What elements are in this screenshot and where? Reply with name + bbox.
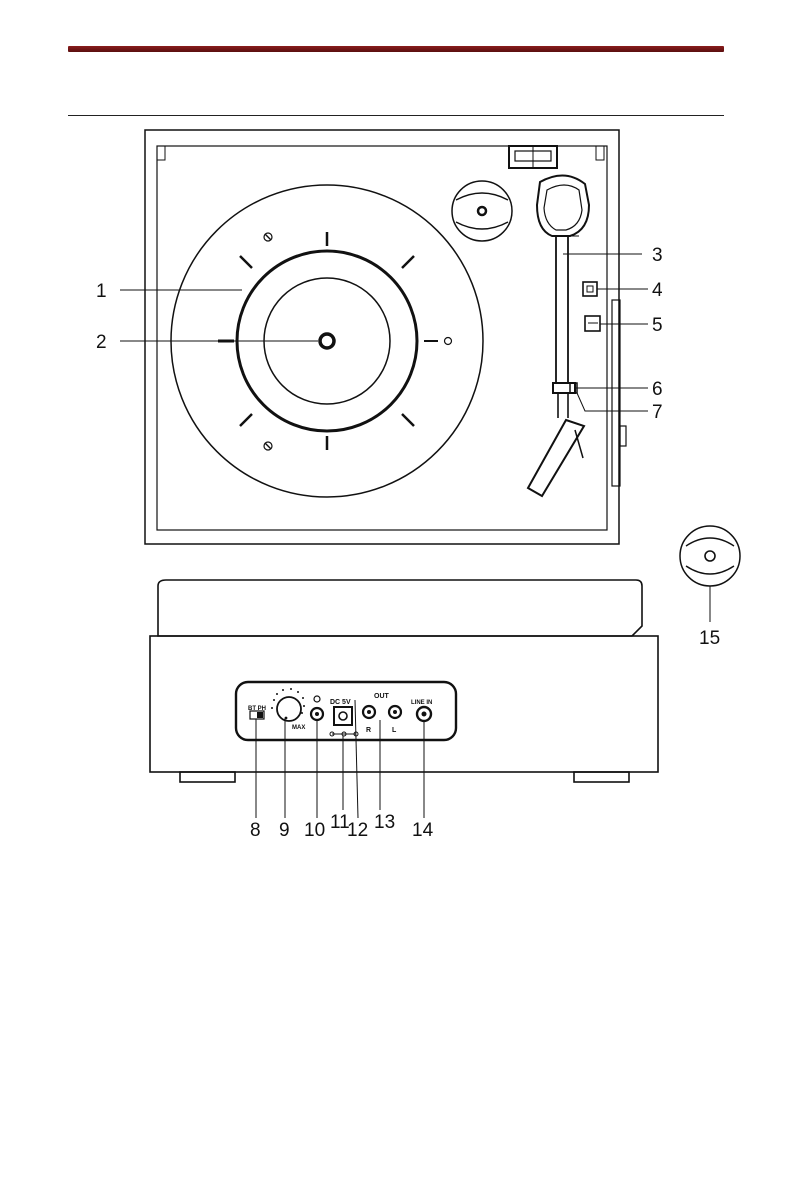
callout-2: 2 <box>96 332 107 353</box>
base-body <box>150 636 658 772</box>
foot-left <box>180 772 235 782</box>
tonearm-clip <box>509 146 557 168</box>
cabinet-outer <box>145 130 619 544</box>
callout-1: 1 <box>96 281 107 302</box>
counterweight <box>537 175 589 236</box>
tonearm <box>528 236 584 496</box>
volume-max-label: MAX <box>292 725 305 731</box>
hinge-left <box>157 146 165 160</box>
cabinet-inner <box>157 146 607 530</box>
right-label: R <box>366 727 371 734</box>
dc-label: DC 5V <box>330 699 351 706</box>
speed-selector-knob <box>587 286 593 292</box>
callout-5: 5 <box>652 315 663 336</box>
side-button <box>620 426 626 446</box>
dust-cover <box>158 580 642 636</box>
callout-6: 6 <box>652 379 663 400</box>
back-view <box>150 580 658 782</box>
headphone-icon <box>314 696 320 702</box>
out-label: OUT <box>374 693 390 700</box>
callout-3: 3 <box>652 245 663 266</box>
callout-8: 8 <box>250 820 261 841</box>
loose-45-adapter <box>680 526 740 622</box>
callout-15: 15 <box>699 628 720 649</box>
line-in-label: LINE IN <box>411 700 432 706</box>
volume-knob[interactable] <box>277 697 301 721</box>
speed-selector[interactable] <box>583 282 597 296</box>
dc-jack[interactable] <box>334 707 352 725</box>
left-label: L <box>392 727 397 734</box>
adapter-holder <box>452 181 512 241</box>
hinge-right <box>596 146 604 160</box>
foot-right <box>574 772 629 782</box>
callout-10: 10 <box>304 820 325 841</box>
spindle <box>320 334 334 348</box>
top-view <box>145 130 626 544</box>
rear-panel <box>236 682 456 740</box>
callout-13: 13 <box>374 812 395 833</box>
callout-9: 9 <box>279 820 290 841</box>
callout-4: 4 <box>652 280 663 301</box>
callout-7: 7 <box>652 402 663 423</box>
callout-14: 14 <box>412 820 434 841</box>
switch-label: BT PH <box>248 706 266 712</box>
callout-12: 12 <box>347 820 368 841</box>
